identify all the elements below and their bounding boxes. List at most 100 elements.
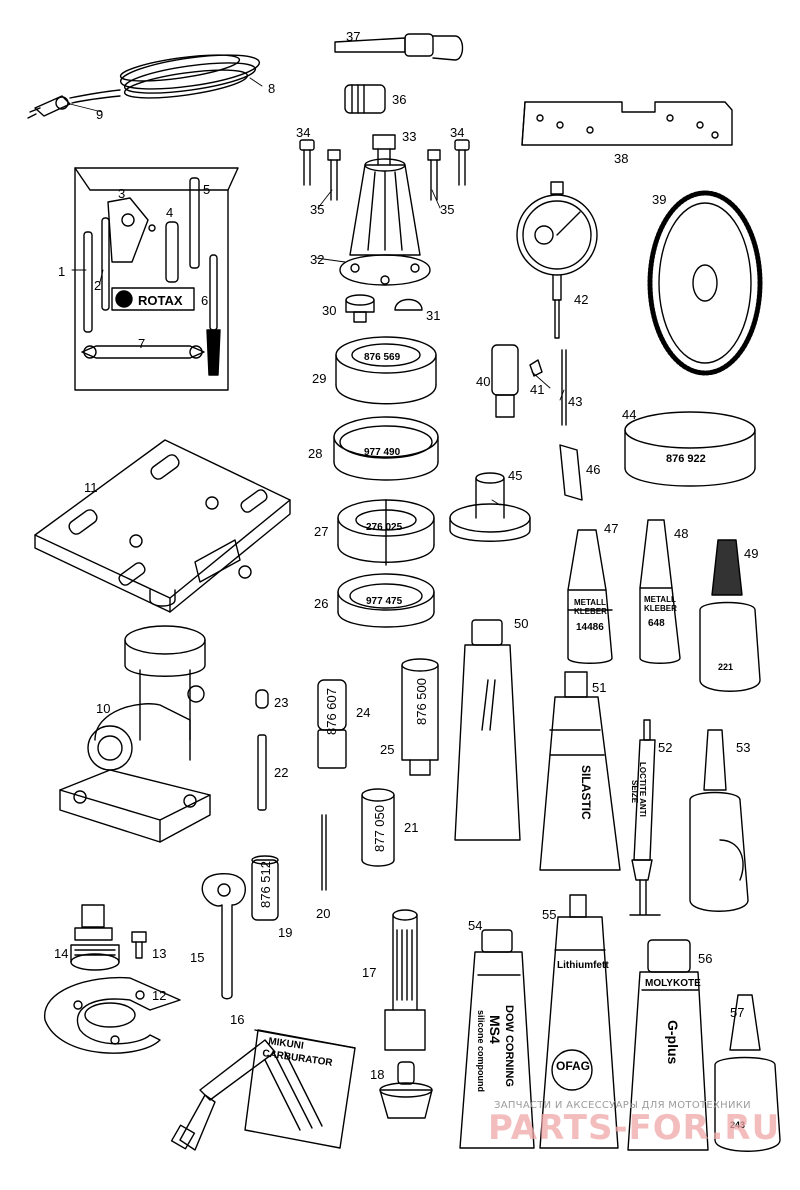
part-28-ring — [333, 416, 439, 481]
part-56-molykote-tube — [627, 939, 709, 1151]
label-ms4: MS4 — [487, 1015, 503, 1044]
callout-55: 55 — [542, 907, 556, 922]
callout-34-left: 34 — [296, 125, 310, 140]
callout-16: 16 — [230, 1012, 244, 1027]
part-12-flywheel-puller — [44, 976, 181, 1054]
label-48-metall: METALL — [644, 595, 676, 604]
mikuni-label: MIKUNI — [268, 1036, 305, 1052]
part-47-loctite-bottle — [567, 529, 613, 664]
callout-57: 57 — [730, 1005, 744, 1020]
callout-41: 41 — [530, 382, 544, 397]
part-15-pin-wrench — [201, 873, 246, 1000]
part-53-loctite-bottle — [689, 729, 749, 912]
part-29-ring — [335, 336, 437, 405]
callout-22: 22 — [274, 765, 288, 780]
label-47-metall: METALL — [574, 598, 606, 607]
part-26-ring — [337, 573, 435, 628]
callout-12: 12 — [152, 988, 166, 1003]
part-13-screw — [131, 931, 147, 959]
part-35-screw-right — [427, 149, 441, 201]
label-ofag: OFAG — [556, 1059, 590, 1073]
callout-11: 11 — [84, 480, 98, 495]
callout-18: 18 — [370, 1067, 384, 1082]
callout-21: 21 — [404, 820, 418, 835]
part-44-ring — [624, 411, 756, 487]
callout-45: 45 — [508, 468, 522, 483]
callout-35-left: 35 — [310, 202, 324, 217]
callout-34-right: 34 — [450, 125, 464, 140]
label-876922: 876 922 — [666, 453, 706, 465]
callout-13: 13 — [152, 946, 166, 961]
part-31-cap — [394, 298, 423, 311]
part-50-tube — [454, 619, 521, 841]
callout-37: 37 — [346, 29, 360, 44]
callout-53: 53 — [736, 740, 750, 755]
label-57-number: 243 — [730, 1120, 745, 1130]
label-876512: 876 512 — [258, 861, 273, 908]
part-21-drift — [361, 788, 395, 867]
callout-6: 6 — [201, 293, 208, 308]
callout-52: 52 — [658, 740, 672, 755]
part-14-puller — [70, 904, 120, 971]
part-51-silastic-tube — [539, 671, 621, 871]
label-876500: 876 500 — [414, 678, 429, 725]
label-977475: 977 475 — [366, 596, 403, 607]
label-47-kleber: KLEBER — [574, 607, 607, 616]
part-23-sleeve — [255, 689, 269, 709]
part-20-pin — [321, 814, 327, 891]
part-55-lithiumfett-tube — [539, 894, 619, 1149]
callout-15: 15 — [190, 950, 204, 965]
part-27-ring — [337, 499, 435, 566]
part-30-plug — [345, 294, 375, 323]
part-kit-board — [74, 167, 239, 391]
callout-40: 40 — [476, 374, 490, 389]
callout-20: 20 — [316, 906, 330, 921]
leader-lines — [69, 77, 565, 506]
part-10-holder — [59, 625, 211, 843]
callout-26: 26 — [314, 596, 328, 611]
part-48-loctite-bottle — [639, 519, 681, 664]
callout-32: 32 — [310, 252, 324, 267]
callout-25: 25 — [380, 742, 394, 757]
part-41-screw — [529, 359, 543, 377]
label-silicone-compound: silicone compound — [476, 1010, 486, 1092]
callout-5: 5 — [203, 182, 210, 197]
part-34-screw-left — [299, 139, 315, 186]
callout-14: 14 — [54, 946, 68, 961]
part-8-cable — [69, 54, 261, 104]
callout-3: 3 — [118, 186, 125, 201]
label-877050: 877 050 — [372, 805, 387, 852]
callout-31: 31 — [426, 308, 440, 323]
callout-2: 2 — [94, 278, 101, 293]
callout-48: 48 — [674, 526, 688, 541]
callout-24: 24 — [356, 705, 370, 720]
callout-27: 27 — [314, 524, 328, 539]
callout-38: 38 — [614, 151, 628, 166]
callout-33: 33 — [402, 129, 416, 144]
part-25-drift — [401, 658, 439, 776]
label-g-plus: G-plus — [665, 1020, 681, 1065]
part-37-shaft — [334, 33, 464, 61]
part-39-disc — [647, 190, 763, 376]
part-54-dow-corning-tube — [459, 929, 535, 1149]
label-lithiumfett: Lithiumfett — [557, 960, 609, 971]
label-48-number: 648 — [648, 618, 665, 629]
callout-44: 44 — [622, 407, 636, 422]
callout-50: 50 — [514, 616, 528, 631]
callout-49: 49 — [744, 546, 758, 561]
label-52-loctite-anti: LOCTITE ANTI — [638, 762, 647, 817]
callout-51: 51 — [592, 680, 606, 695]
callout-8: 8 — [268, 81, 275, 96]
part-42-dial-indicator — [516, 181, 598, 339]
callout-30: 30 — [322, 303, 336, 318]
rotax-logo: ROTAX — [111, 287, 195, 311]
callout-43: 43 — [568, 394, 582, 409]
callout-56: 56 — [698, 951, 712, 966]
label-52-seize: SEIZE — [630, 780, 639, 804]
part-45-spindle — [449, 472, 531, 542]
callout-17: 17 — [362, 965, 376, 980]
label-48-kleber: KLEBER — [644, 604, 677, 613]
callout-numbers: 1 2 3 4 5 6 7 8 9 10 11 12 13 14 15 16 1… — [54, 29, 758, 1082]
callout-35-right: 35 — [440, 202, 454, 217]
